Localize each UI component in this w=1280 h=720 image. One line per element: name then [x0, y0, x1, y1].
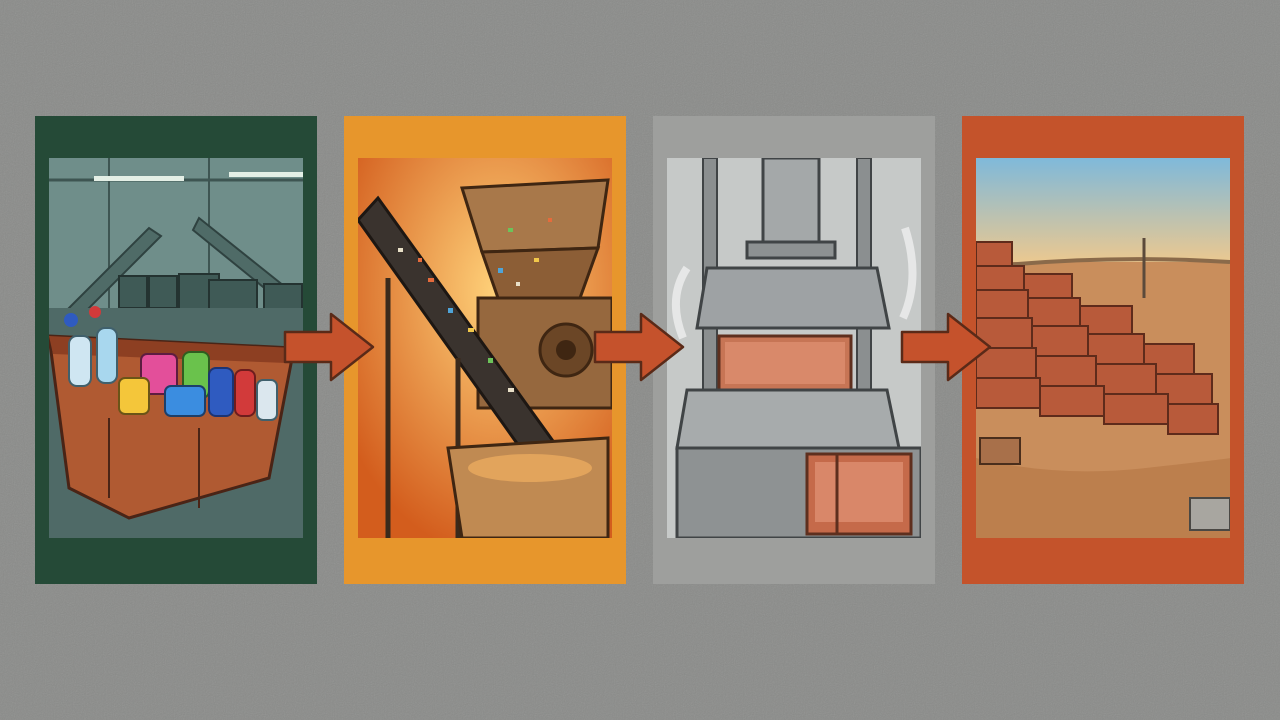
hydraulic-press-illustration	[667, 158, 921, 538]
panel-collection	[35, 116, 317, 584]
panel-compression	[653, 116, 935, 584]
brick-wall-illustration	[976, 158, 1230, 538]
arrow-right-icon	[593, 312, 685, 382]
arrow-right-icon	[283, 312, 375, 382]
shredder-conveyor-illustration	[358, 158, 612, 538]
panel-construction	[962, 116, 1244, 584]
arrow-right-icon	[900, 312, 992, 382]
panel-shredding	[344, 116, 626, 584]
recycling-bin-warehouse-illustration	[49, 158, 303, 538]
